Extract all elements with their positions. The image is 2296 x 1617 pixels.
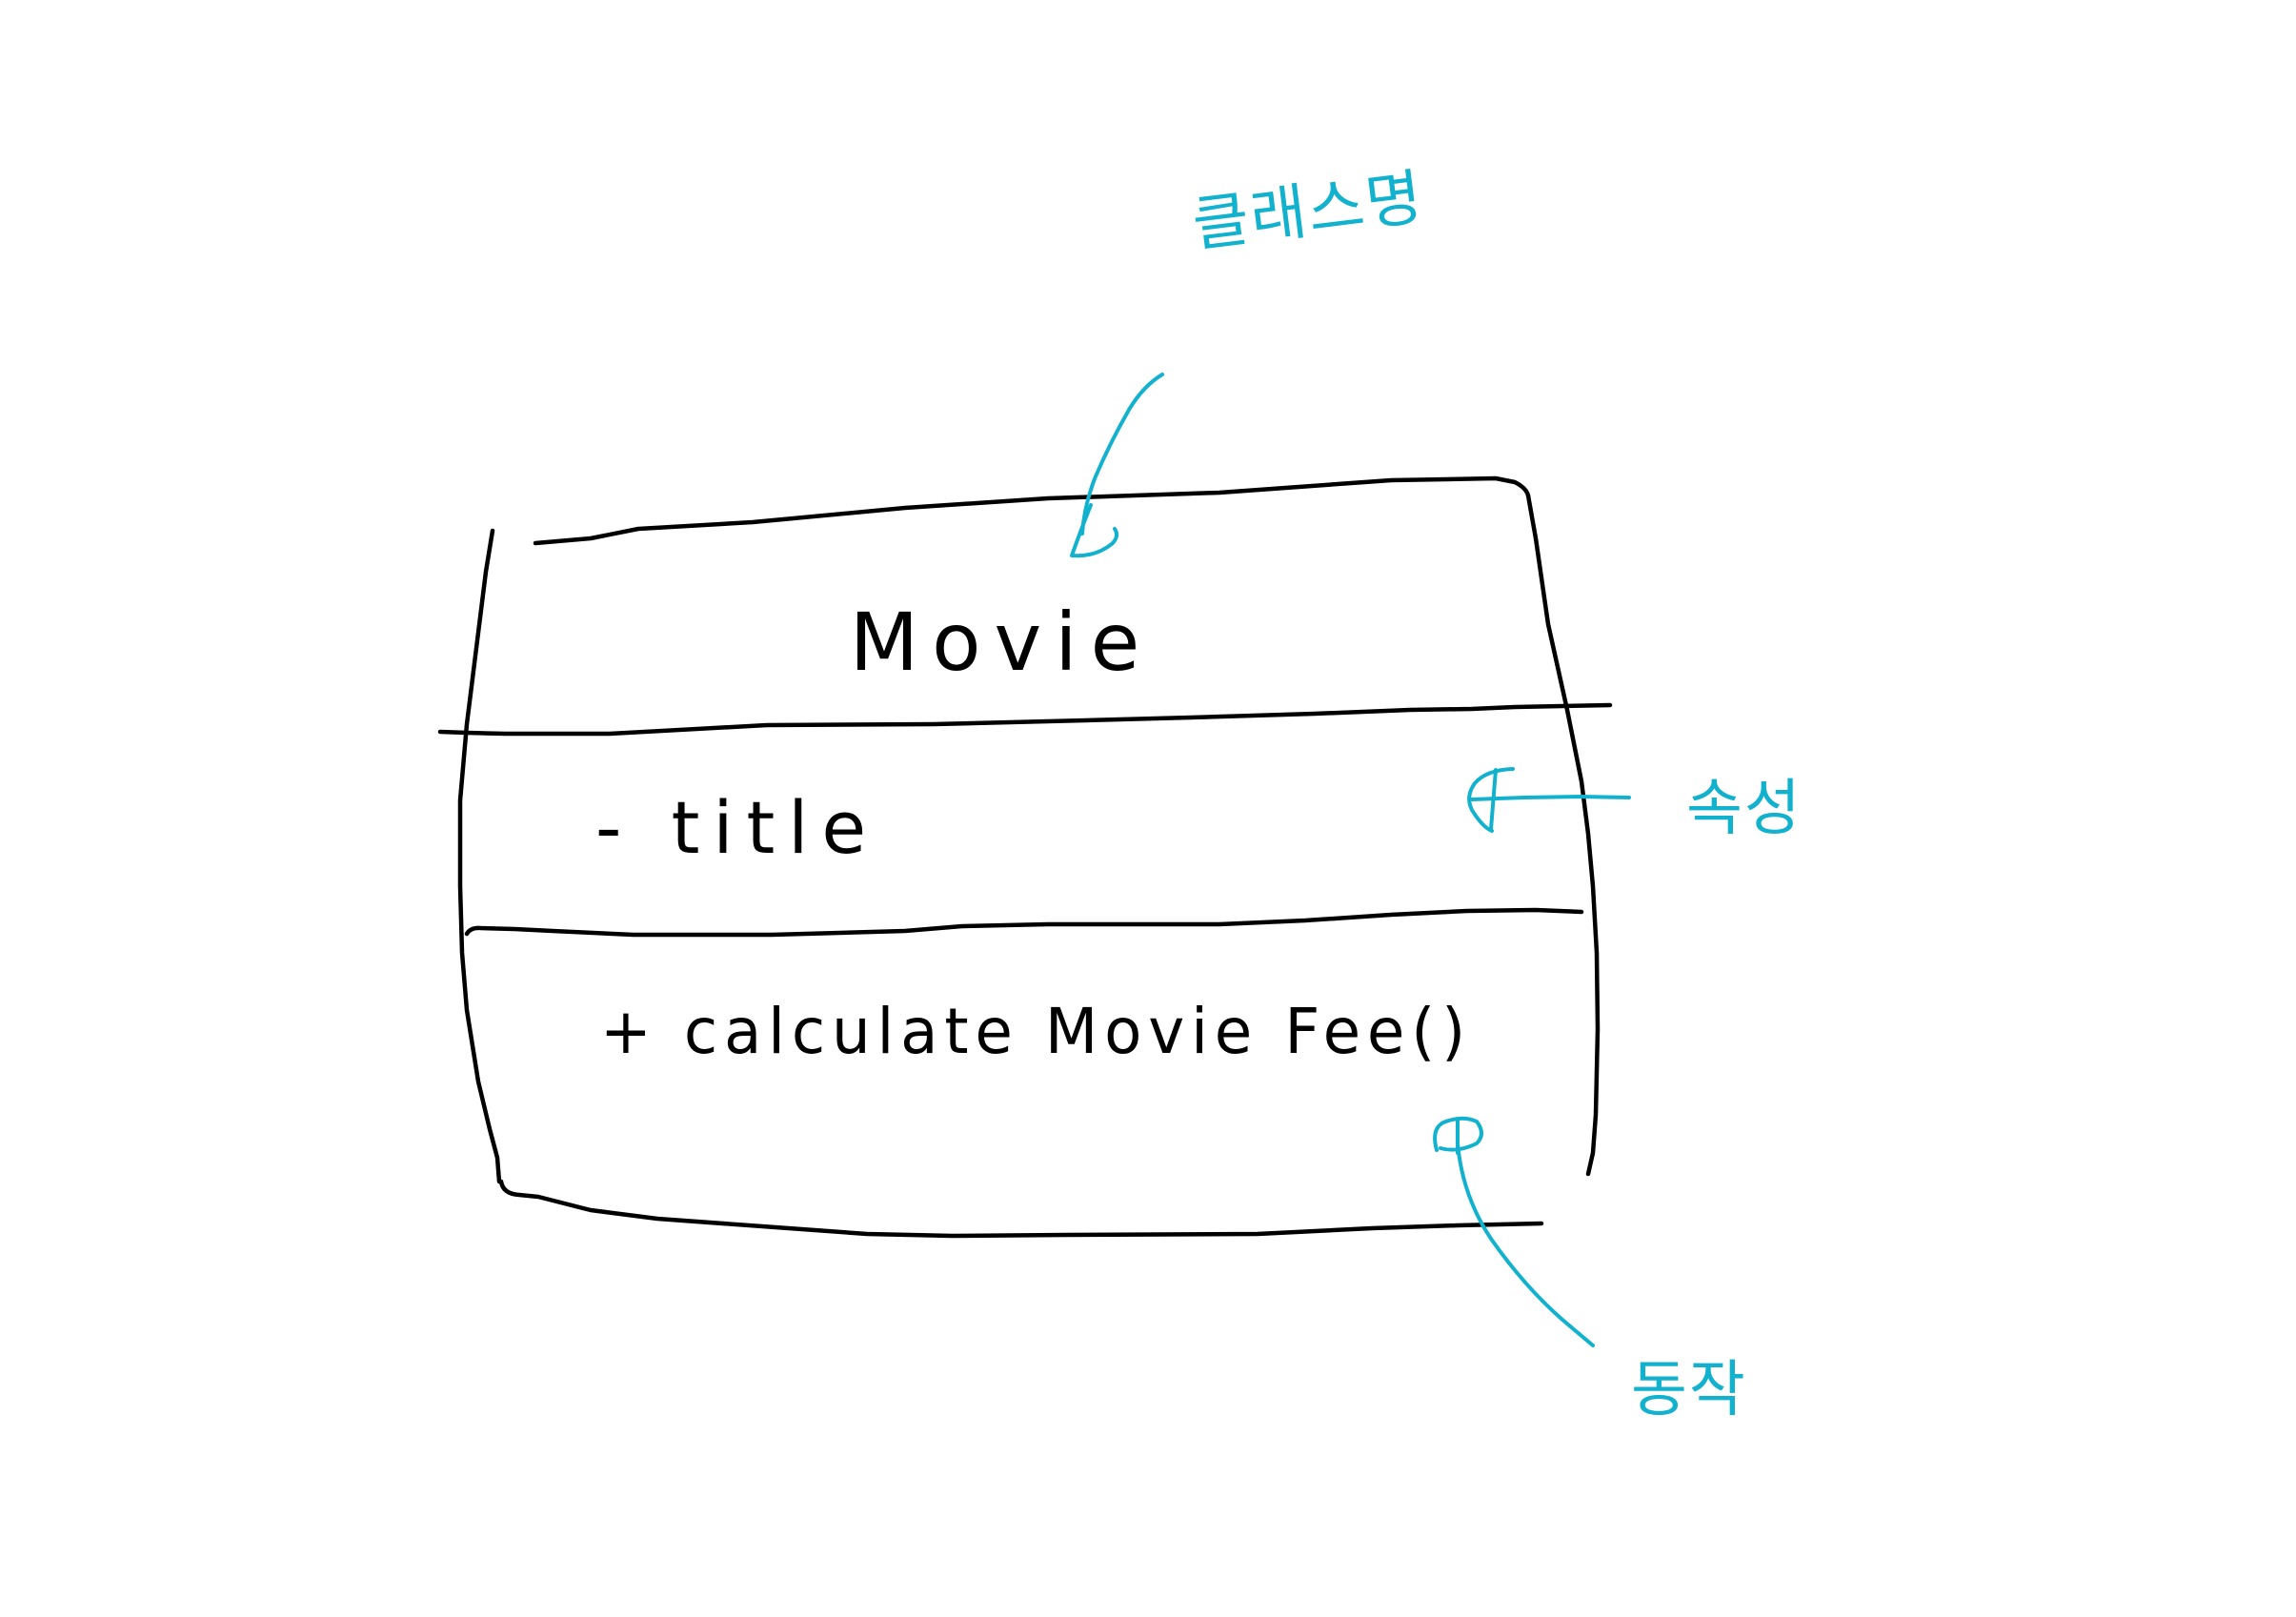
class-box-right-border <box>1525 493 1601 1177</box>
attribute-arrow <box>1470 795 1631 801</box>
class-name-arrowhead <box>1070 503 1119 558</box>
annotation-operation: 동작 <box>1433 1116 1747 1425</box>
attribute-label: 속성 <box>1686 774 1803 844</box>
class-name-arrow <box>1080 373 1164 536</box>
class-name-text: Movie <box>850 596 1154 689</box>
class-box-top-border <box>533 475 1531 546</box>
class-box-divider-top <box>437 702 1613 737</box>
class-box-left-border <box>457 528 502 1184</box>
attribute-arrowhead <box>1467 767 1515 833</box>
annotation-attribute: 속성 <box>1467 767 1803 844</box>
operation-arrowhead <box>1433 1116 1483 1155</box>
class-box-divider-bottom <box>464 907 1584 938</box>
class-box-bottom-border <box>498 1179 1544 1239</box>
operation-label: 동작 <box>1631 1355 1747 1425</box>
class-box: Movie - title + calculate Movie Fee() <box>437 475 1613 1239</box>
operation-arrow <box>1456 1142 1595 1347</box>
class-name-label: 클래스명 <box>1189 163 1428 261</box>
attribute-text: - title <box>595 785 879 870</box>
operation-text: + calculate Movie Fee() <box>600 995 1472 1068</box>
